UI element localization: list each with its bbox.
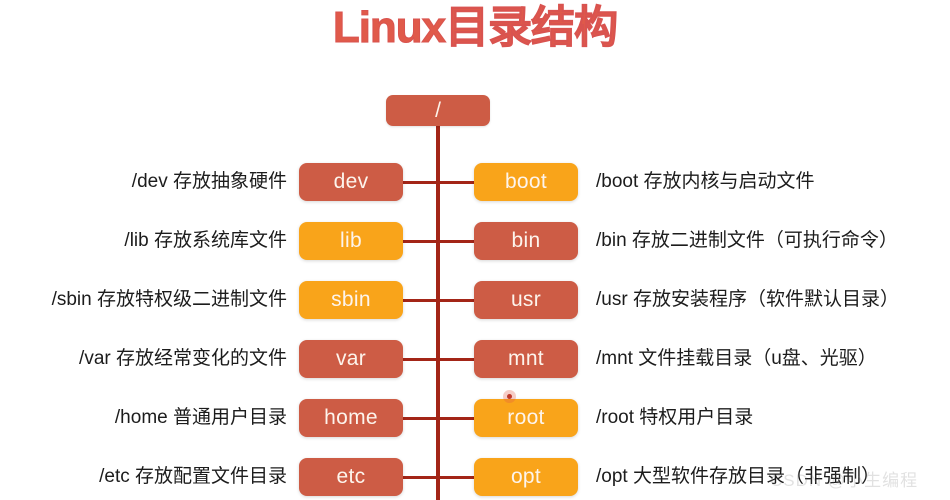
- label-left-dev: /dev 存放抽象硬件: [131, 171, 287, 192]
- label-right-mnt: /mnt 文件挂载目录（u盘、光驱）: [596, 348, 877, 369]
- node-mnt[interactable]: mnt: [474, 340, 578, 378]
- node-boot[interactable]: boot: [474, 163, 578, 201]
- tree-row: /var 存放经常变化的文件 var mnt/mnt 文件挂载目录（u盘、光驱）: [0, 340, 950, 380]
- node-root[interactable]: root: [474, 399, 578, 437]
- connector-line-right: [400, 240, 476, 243]
- node-root-slash[interactable]: /: [386, 95, 490, 126]
- page-title: Linux目录结构: [332, 3, 618, 53]
- connector-line-right: [400, 476, 476, 479]
- click-marker-icon: [503, 390, 516, 403]
- connector-line-right: [400, 181, 476, 184]
- connector-line-right: [400, 299, 476, 302]
- tree-row: /dev 存放抽象硬件 dev boot/boot 存放内核与启动文件: [0, 163, 950, 203]
- watermark: CSDN @小生编程: [770, 471, 919, 490]
- label-right-bin: /bin 存放二进制文件（可执行命令）: [596, 230, 898, 251]
- tree-row: /lib 存放系统库文件 lib bin/bin 存放二进制文件（可执行命令）: [0, 222, 950, 262]
- node-etc[interactable]: etc: [299, 458, 403, 496]
- node-dev[interactable]: dev: [299, 163, 403, 201]
- node-var[interactable]: var: [299, 340, 403, 378]
- label-left-lib: /lib 存放系统库文件: [124, 230, 287, 251]
- node-lib[interactable]: lib: [299, 222, 403, 260]
- connector-line-right: [400, 358, 476, 361]
- connector-line-right: [400, 417, 476, 420]
- node-opt[interactable]: opt: [474, 458, 578, 496]
- label-right-opt: /opt 大型软件存放目录（非强制）: [596, 466, 880, 487]
- tree-row: /sbin 存放特权级二进制文件 sbin usr/usr 存放安装程序（软件默认目…: [0, 281, 950, 321]
- label-right-usr: /usr 存放安装程序（软件默认目录）: [596, 289, 899, 310]
- node-usr[interactable]: usr: [474, 281, 578, 319]
- label-left-sbin: /sbin 存放特权级二进制文件: [51, 289, 287, 310]
- node-home[interactable]: home: [299, 399, 403, 437]
- label-right-boot: /boot 存放内核与启动文件: [596, 171, 815, 192]
- label-left-home: /home 普通用户目录: [114, 407, 287, 428]
- label-left-var: /var 存放经常变化的文件: [79, 348, 287, 369]
- node-bin[interactable]: bin: [474, 222, 578, 260]
- tree-row: /etc 存放配置文件目录 etc opt/opt 大型软件存放目录（非强制）: [0, 458, 950, 498]
- label-left-etc: /etc 存放配置文件目录: [99, 466, 287, 487]
- node-sbin[interactable]: sbin: [299, 281, 403, 319]
- tree-row: /home 普通用户目录 home root/root 特权用户目录: [0, 399, 950, 439]
- label-right-root: /root 特权用户目录: [596, 407, 754, 428]
- tree-trunk-line: [436, 124, 440, 500]
